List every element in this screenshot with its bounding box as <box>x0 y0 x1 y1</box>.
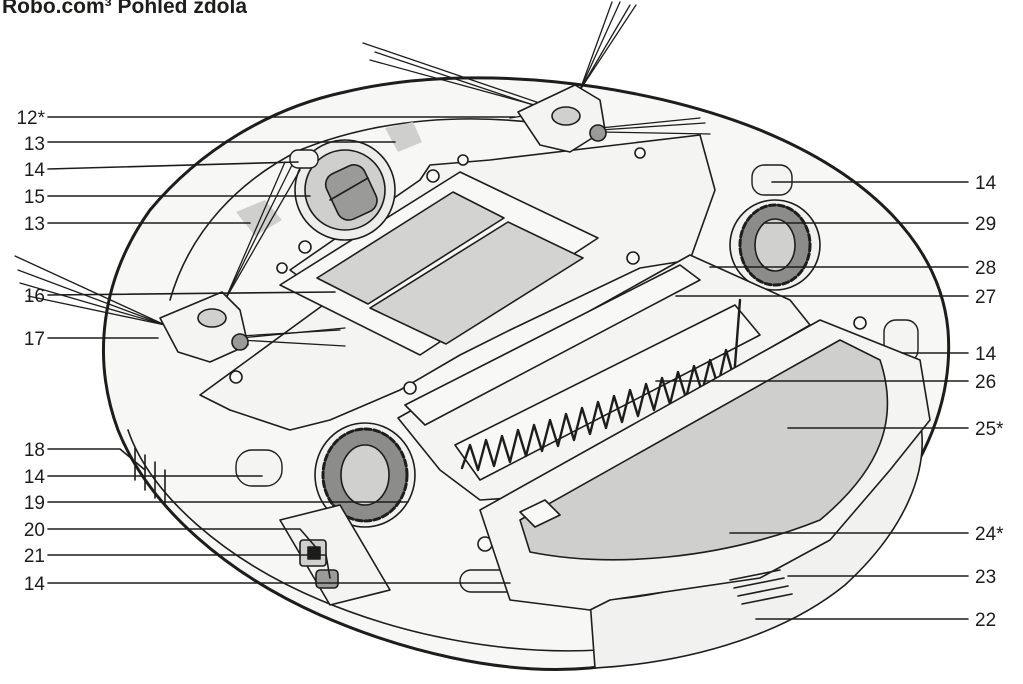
battery-lid <box>279 171 599 356</box>
side-brush-left-bristles <box>14 161 346 347</box>
callout-20: 20 <box>24 520 45 541</box>
callout-14-right: 14 <box>975 344 997 365</box>
cliff-sensor-left-top <box>289 149 319 169</box>
switch-housing <box>279 504 391 606</box>
side-brush-top <box>362 1 711 153</box>
side-brush-top-bristles <box>362 1 711 135</box>
callout-15: 15 <box>24 187 45 208</box>
callout-14-lower-left: 14 <box>24 467 46 488</box>
label-area-1 <box>316 191 505 305</box>
front-caster-wheel <box>294 139 396 241</box>
callout-13-top: 13 <box>24 134 45 155</box>
side-vent-left <box>134 447 166 507</box>
callout-14-upper-left: 14 <box>24 160 46 181</box>
page-title: Robo.com³ Pohled zdola <box>2 0 247 18</box>
label-area-2 <box>369 221 584 345</box>
callout-13-mid: 13 <box>24 214 45 235</box>
callout-29: 29 <box>975 214 996 235</box>
callout-17: 17 <box>24 329 45 350</box>
callout-18: 18 <box>24 440 45 461</box>
callout-14-bottom-left: 14 <box>24 574 46 595</box>
brush-bristles <box>460 298 742 472</box>
dc-socket <box>315 569 339 589</box>
callout-14-upper-right: 14 <box>975 173 997 194</box>
screw-4 <box>457 154 469 166</box>
dust-bin <box>479 319 931 611</box>
callout-19: 19 <box>24 493 45 514</box>
callout-22: 22 <box>975 610 996 631</box>
dust-bin-window <box>519 339 889 561</box>
right-drive-wheel <box>729 199 821 291</box>
callout-25: 25* <box>975 419 1004 440</box>
screw-7 <box>229 370 243 384</box>
brush-guard <box>404 264 701 426</box>
callout-12: 12* <box>16 108 45 129</box>
screw-3 <box>626 251 640 265</box>
dust-bin-latch <box>519 499 561 528</box>
screw-8 <box>853 316 867 330</box>
screw-6 <box>403 381 417 395</box>
callout-labels-left: 12* 13 14 15 13 16 17 18 14 19 20 21 14 <box>16 108 45 595</box>
bin-grille <box>729 569 793 605</box>
main-brush-housing <box>397 254 811 501</box>
left-drive-wheel <box>314 422 416 528</box>
callout-28: 28 <box>975 258 996 279</box>
callout-24: 24* <box>975 524 1004 545</box>
pad-13-top <box>385 122 422 152</box>
screw-5 <box>634 147 646 159</box>
screw-1 <box>298 240 312 254</box>
center-plate <box>199 134 867 552</box>
callout-21: 21 <box>24 546 45 567</box>
callout-27: 27 <box>975 287 996 308</box>
callout-23: 23 <box>975 567 996 588</box>
callout-16: 16 <box>24 286 45 307</box>
side-brush-left <box>14 161 346 363</box>
screw-2 <box>426 169 440 183</box>
callout-26: 26 <box>975 372 996 393</box>
cliff-sensor-right-top <box>751 164 793 196</box>
cliff-sensor-left-bottom <box>235 449 283 487</box>
power-switch-rocker <box>307 546 321 560</box>
callout-labels-right: 14 29 28 27 14 26 25* 24* 23 22 <box>975 173 1004 631</box>
screw-10 <box>276 262 288 274</box>
callout-leader-lines <box>47 116 969 620</box>
